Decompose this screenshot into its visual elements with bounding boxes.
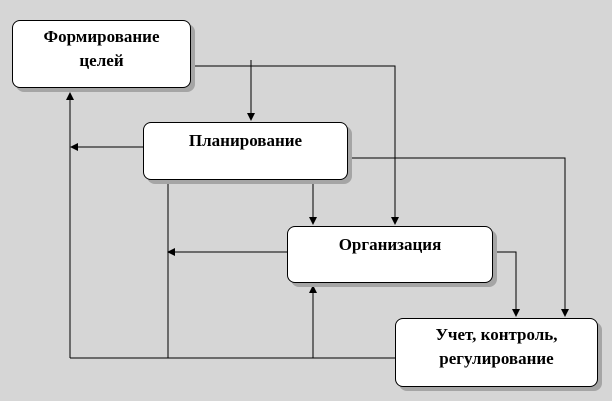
edge-goals-to-organization: [190, 65, 399, 225]
node-organization: Организация: [287, 226, 493, 283]
node-organization-label: Организация: [338, 235, 442, 254]
edge-planning-to-control: [347, 157, 569, 317]
node-control: Учет, контроль, регулирование: [395, 318, 598, 387]
node-goals-label: Формирование целей: [43, 27, 160, 70]
edge-organization-to-control: [492, 251, 520, 317]
node-planning-label: Планирование: [188, 131, 303, 150]
node-planning: Планирование: [143, 122, 348, 180]
node-goals: Формирование целей: [12, 20, 191, 88]
node-control-label: Учет, контроль, регулирование: [435, 325, 558, 368]
